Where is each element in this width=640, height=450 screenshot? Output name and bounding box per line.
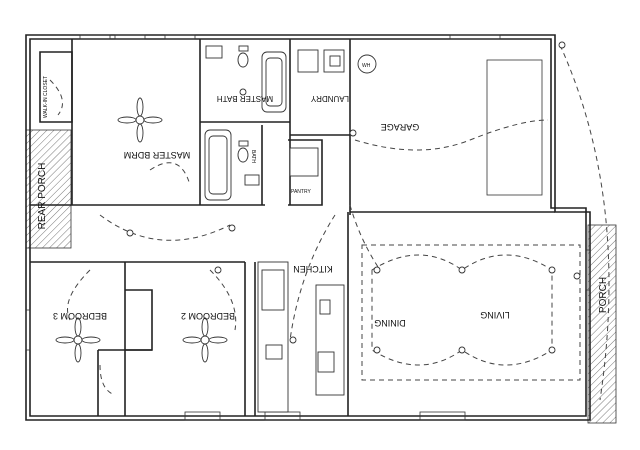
laundry-appliances xyxy=(297,49,345,73)
windows xyxy=(25,34,591,421)
room-label-walk-in-closet: WALK-IN CLOSET xyxy=(43,76,49,118)
room-label-bedroom2: BEDROOM 2 xyxy=(181,311,235,321)
room-label-garage: GARAGE xyxy=(381,122,420,132)
ceiling-fan-icon xyxy=(117,97,163,143)
room-label-kitchen: KITCHEN xyxy=(293,264,333,274)
exterior-walls xyxy=(25,34,591,421)
room-label-laundry: LAUNDRY xyxy=(310,94,349,103)
room-label-pantry: PANTRY xyxy=(291,189,311,195)
room-label-living: LIVING xyxy=(480,310,510,320)
bath-fixtures xyxy=(204,45,287,201)
room-label-bath: BATH xyxy=(250,150,256,163)
front-porch-area xyxy=(587,224,617,424)
light-fixture-icon xyxy=(126,41,581,354)
garage-parking-outline xyxy=(486,59,543,196)
water-heater-icon xyxy=(357,54,377,74)
room-label-porch: PORCH xyxy=(598,277,609,313)
room-label-master-bdrm: MASTER BDRM xyxy=(124,150,191,160)
ceiling-fan-icon xyxy=(182,317,228,363)
kitchen-counters xyxy=(257,261,345,413)
interior-walls xyxy=(30,39,555,416)
ceiling-fan-icon xyxy=(55,317,101,363)
pantry-shelf xyxy=(289,147,319,177)
room-label-dining: DINING xyxy=(374,318,406,328)
water-heater-label: WH xyxy=(362,63,371,69)
room-label-bedroom3: BEDROOM 3 xyxy=(53,311,107,321)
room-label-master-bath: MASTER BATH xyxy=(217,94,274,103)
room-label-rear-porch: REAR PORCH xyxy=(37,163,48,230)
rear-porch-area xyxy=(25,129,72,249)
